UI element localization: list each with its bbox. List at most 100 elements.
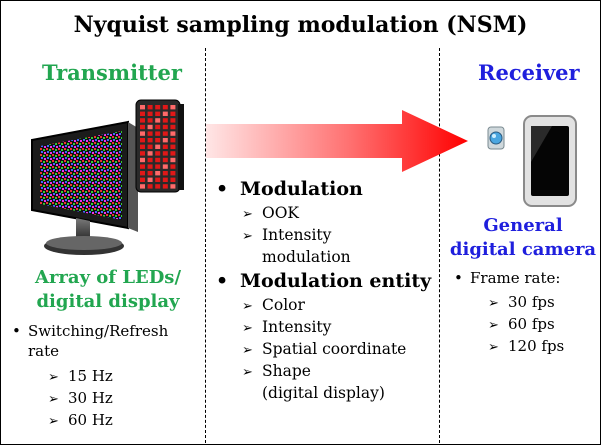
led-cell [147, 184, 153, 189]
led-cell [162, 144, 168, 149]
led-cell [140, 164, 145, 169]
modulation-entity-heading: • Modulation entity [216, 270, 431, 292]
list-item: (digital display) [242, 383, 406, 404]
arrow-bullet-icon: ➢ [242, 207, 253, 222]
receiver-frame-rate-label: Frame rate: [470, 269, 561, 287]
led-cell [140, 131, 145, 136]
led-cell [147, 111, 153, 116]
led-cell [140, 184, 145, 189]
led-cell [170, 118, 176, 123]
transmitter-device-title-line1: Array of LEDs/ [34, 267, 182, 288]
list-item: ➢15 Hz [48, 366, 113, 388]
led-cell [162, 151, 168, 156]
led-cell [162, 157, 168, 163]
led-cell [170, 138, 176, 143]
led-cell [170, 111, 176, 116]
led-cell [155, 157, 161, 163]
list-item: ➢ 120 fps [488, 336, 564, 358]
led-cell [155, 171, 161, 176]
divider-left [205, 48, 206, 443]
receiver-device-title: General digital camera [448, 214, 598, 262]
led-cell [155, 177, 161, 182]
list-item: ➢Intensity [242, 317, 406, 339]
led-cell [162, 118, 168, 123]
led-cell [140, 105, 145, 110]
arrow-bullet-icon: ➢ [48, 370, 59, 385]
led-cell [170, 144, 176, 149]
arrow-bullet-icon: ➢ [242, 343, 253, 358]
led-cell [170, 131, 176, 136]
arrow-bullet-icon: ➢ [242, 229, 253, 244]
led-cell [147, 151, 153, 156]
led-cell [147, 171, 153, 176]
led-cell [170, 157, 176, 163]
smartphone-icon [523, 115, 577, 207]
bullet-glyph: • [454, 269, 463, 287]
led-cell [170, 151, 176, 156]
led-cell [170, 164, 176, 169]
rate-30fps: 30 fps [508, 293, 555, 311]
led-cell [155, 164, 161, 169]
list-item: ➢ 30 fps [488, 292, 564, 314]
modulation-heading: •Modulation [216, 178, 363, 200]
modulation-intensity-cont: modulation [262, 248, 351, 266]
led-cell [162, 171, 168, 176]
receiver-device-title-line2: digital camera [449, 239, 597, 260]
list-item: ➢ 30 Hz [48, 388, 113, 410]
list-item: modulation [242, 247, 351, 268]
led-cell [155, 138, 161, 143]
receiver-device-title-line1: General [483, 215, 563, 236]
arrow-bullet-icon: ➢ [488, 340, 499, 355]
arrow-bullet-icon: ➢ [488, 296, 499, 311]
led-cell [155, 184, 161, 189]
led-cell [155, 144, 161, 149]
rate-60fps: 60 fps [508, 315, 555, 333]
arrow-bullet-icon: ➢ [242, 299, 253, 314]
rate-30hz: 30 Hz [68, 389, 113, 407]
led-array-icon [135, 99, 184, 193]
list-item: ➢ OOK [242, 203, 351, 225]
led-cell [170, 184, 176, 189]
led-cell [162, 124, 168, 130]
list-item: ➢Color [242, 295, 406, 317]
modulation-ook: OOK [262, 204, 299, 222]
arrow-bullet-icon: ➢ [242, 365, 253, 380]
receiver-rates-list: ➢ 30 fps ➢ 60 fps ➢ 120 fps [488, 292, 564, 358]
modulation-entity-list: ➢Color ➢Intensity ➢Spatial coordinate ➢S… [242, 295, 406, 404]
transmitter-device-title-line2: digital display [36, 291, 180, 312]
transmitter-rate-label-line1: Switching/Refresh [28, 322, 169, 340]
bullet-glyph: • [216, 270, 229, 292]
led-cell [147, 157, 153, 163]
transmitter-rate-bullet: •Switching/Refresh rate [12, 321, 168, 361]
monitor-icon [31, 120, 138, 255]
led-cell [147, 164, 153, 169]
arrow-bullet-icon: ➢ [488, 318, 499, 333]
entity-spatial-coordinate: Spatial coordinate [262, 340, 407, 358]
led-cell [162, 131, 168, 136]
led-cell [155, 131, 161, 136]
signal-arrow-icon [206, 110, 468, 172]
led-cell [155, 118, 161, 123]
modulation-list: ➢ OOK ➢ Intensity modulation [242, 203, 351, 268]
transmitter-device-title: Array of LEDs/ digital display [20, 266, 196, 314]
led-cell [170, 177, 176, 182]
divider-right [439, 48, 440, 443]
led-cell [170, 105, 176, 110]
bullet-glyph: • [216, 178, 229, 200]
led-cell [140, 124, 145, 130]
transmitter-heading: Transmitter [42, 60, 182, 85]
rate-60hz: 60 Hz [68, 411, 113, 429]
led-cell [170, 124, 176, 130]
rate-120fps: 120 fps [508, 337, 565, 355]
receiver-heading: Receiver [478, 60, 580, 85]
led-cell [147, 144, 153, 149]
modulation-entity-heading-text: Modulation entity [240, 270, 432, 292]
list-item: ➢ Spatial coordinate [242, 339, 406, 361]
modulation-intensity: Intensity [262, 226, 332, 244]
entity-shape: Shape [262, 362, 311, 380]
arrow-bullet-icon: ➢ [48, 392, 59, 407]
led-cell [140, 171, 145, 176]
entity-intensity: Intensity [262, 318, 332, 336]
led-cell [147, 177, 153, 182]
led-cell [162, 164, 168, 169]
